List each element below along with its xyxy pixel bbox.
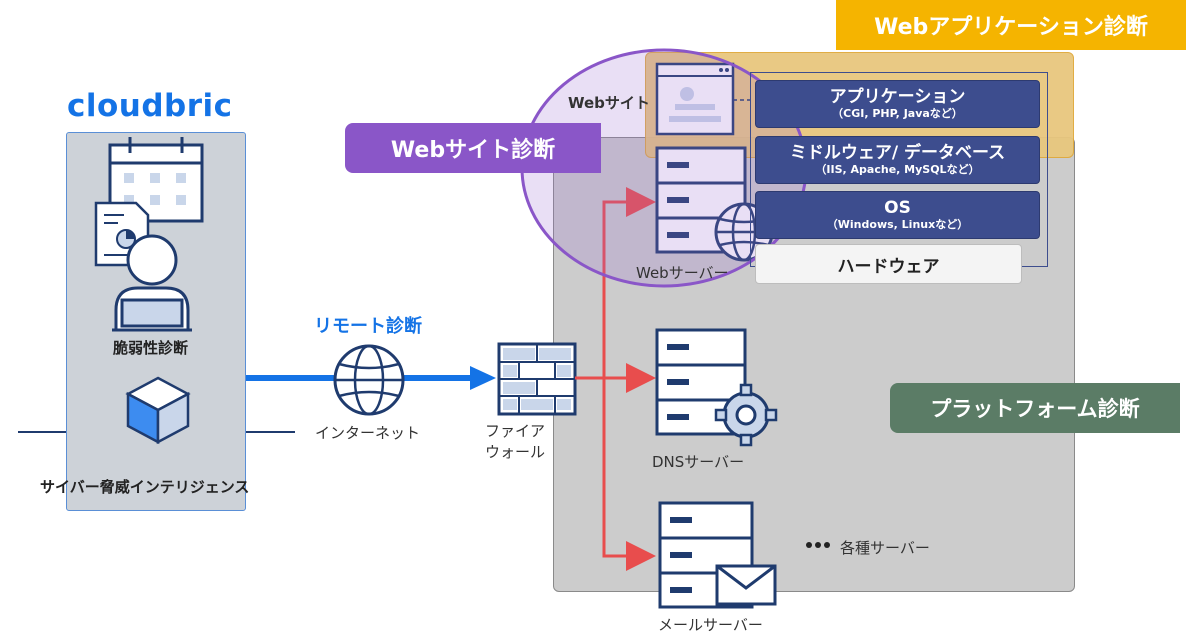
firewall-icon xyxy=(497,342,577,416)
stack-application: アプリケーション （CGI, PHP, Javaなど） xyxy=(755,80,1040,128)
stack-application-sub: （CGI, PHP, Javaなど） xyxy=(832,106,963,120)
platform-diagnosis-badge: プラットフォーム診断 xyxy=(890,383,1180,433)
firewall-label-line1: ファイア xyxy=(485,422,546,440)
internet-globe-icon xyxy=(333,344,405,416)
stack-os: OS （Windows, Linuxなど） xyxy=(755,191,1040,239)
gear-icon xyxy=(714,383,778,447)
internet-label: インターネット xyxy=(315,424,421,442)
envelope-icon xyxy=(715,564,777,606)
website-diagnosis-badge: Webサイト診断 xyxy=(345,123,601,173)
browser-window-icon xyxy=(655,62,735,136)
stack-middleware-sub: （IIS, Apache, MySQLなど） xyxy=(815,162,980,176)
link-to-web-server xyxy=(575,187,656,380)
stack-application-title: アプリケーション xyxy=(829,86,966,107)
stack-os-title: OS xyxy=(884,197,911,218)
stack-os-sub: （Windows, Linuxなど） xyxy=(826,217,969,231)
vuln-assessment-label: 脆弱性診断 xyxy=(113,339,189,357)
firewall-label-line2: ウォール xyxy=(485,443,546,461)
threat-intel-label: サイバー脅威インテリジェンス xyxy=(40,478,250,496)
stack-middleware: ミドルウェア/ データベース （IIS, Apache, MySQLなど） xyxy=(755,136,1040,184)
webapp-diagnosis-badge: Webアプリケーション診断 xyxy=(836,0,1186,50)
link-to-mail-server xyxy=(602,378,656,571)
remote-arrow-head xyxy=(470,366,496,390)
website-label: Webサイト xyxy=(568,94,650,112)
mail-server-label: メールサーバー xyxy=(658,616,763,634)
other-servers-label: 各種サーバー xyxy=(840,539,930,557)
left-panel-graphics xyxy=(94,137,204,445)
remote-diagnosis-label: リモート診断 xyxy=(314,316,422,337)
threat-intel-cube-icon xyxy=(125,376,191,445)
stack-middleware-title: ミドルウェア/ データベース xyxy=(789,142,1006,163)
analyst-person-icon xyxy=(112,234,192,332)
dns-server-label: DNSサーバー xyxy=(652,453,745,471)
ellipsis-dots xyxy=(806,542,830,548)
web-server-label: Webサーバー xyxy=(636,264,729,282)
stack-hardware: ハードウェア xyxy=(755,244,1022,284)
cloudbric-logo: cloudbric xyxy=(67,88,233,124)
